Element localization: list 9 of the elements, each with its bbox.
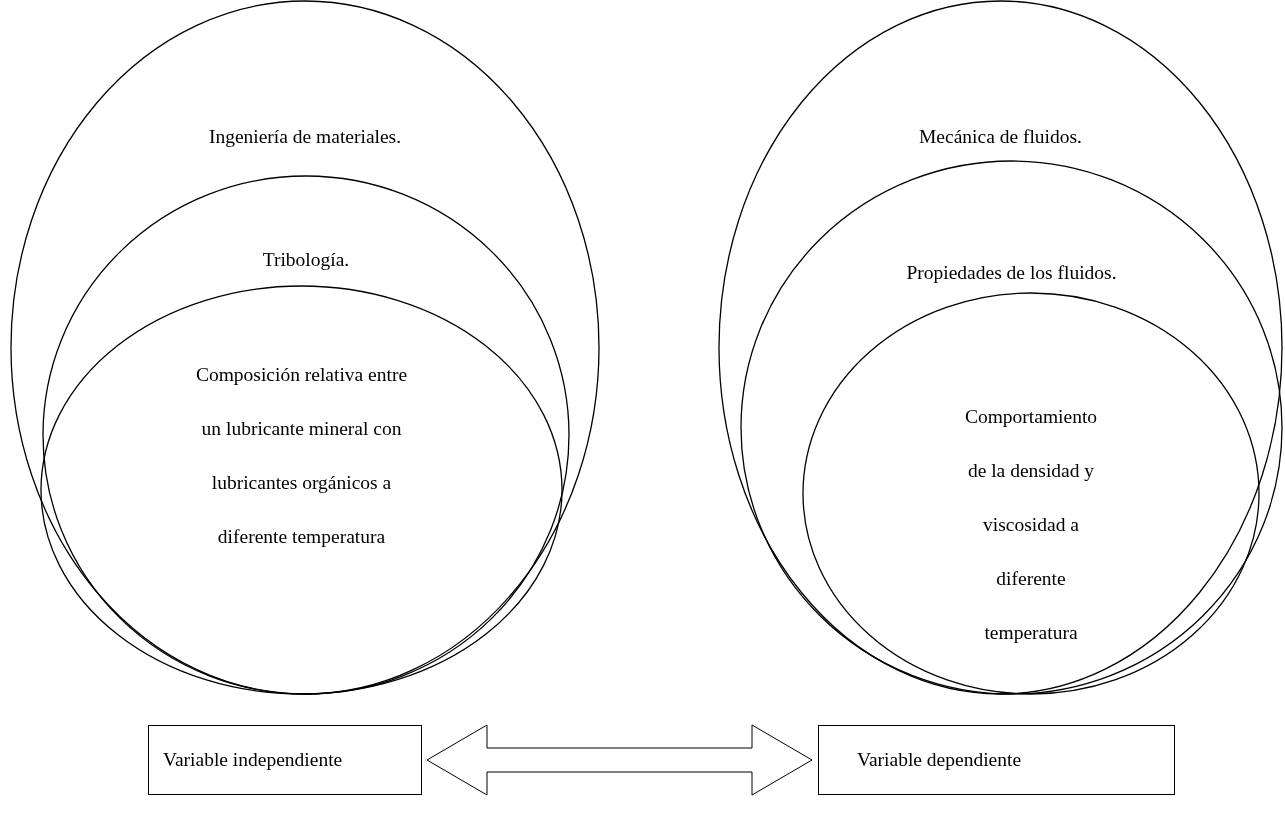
variable-box: Variable dependiente (818, 725, 1175, 795)
double-arrow (426, 724, 813, 796)
oval-label: Mecánica de fluidos. (918, 125, 1083, 149)
oval-label: Composición relativa entre un lubricante mineral con lubricantes orgánicos a diferente temperatura (194, 363, 409, 549)
oval-label: Tribología. (261, 248, 351, 272)
variable-box: Variable independiente (148, 725, 422, 795)
oval-label: Propiedades de los fluidos. (905, 261, 1118, 285)
oval-label: Comportamiento de la densidad y viscosidad a diferente temperatura (963, 405, 1099, 645)
oval-label: Ingeniería de materiales. (207, 125, 403, 149)
